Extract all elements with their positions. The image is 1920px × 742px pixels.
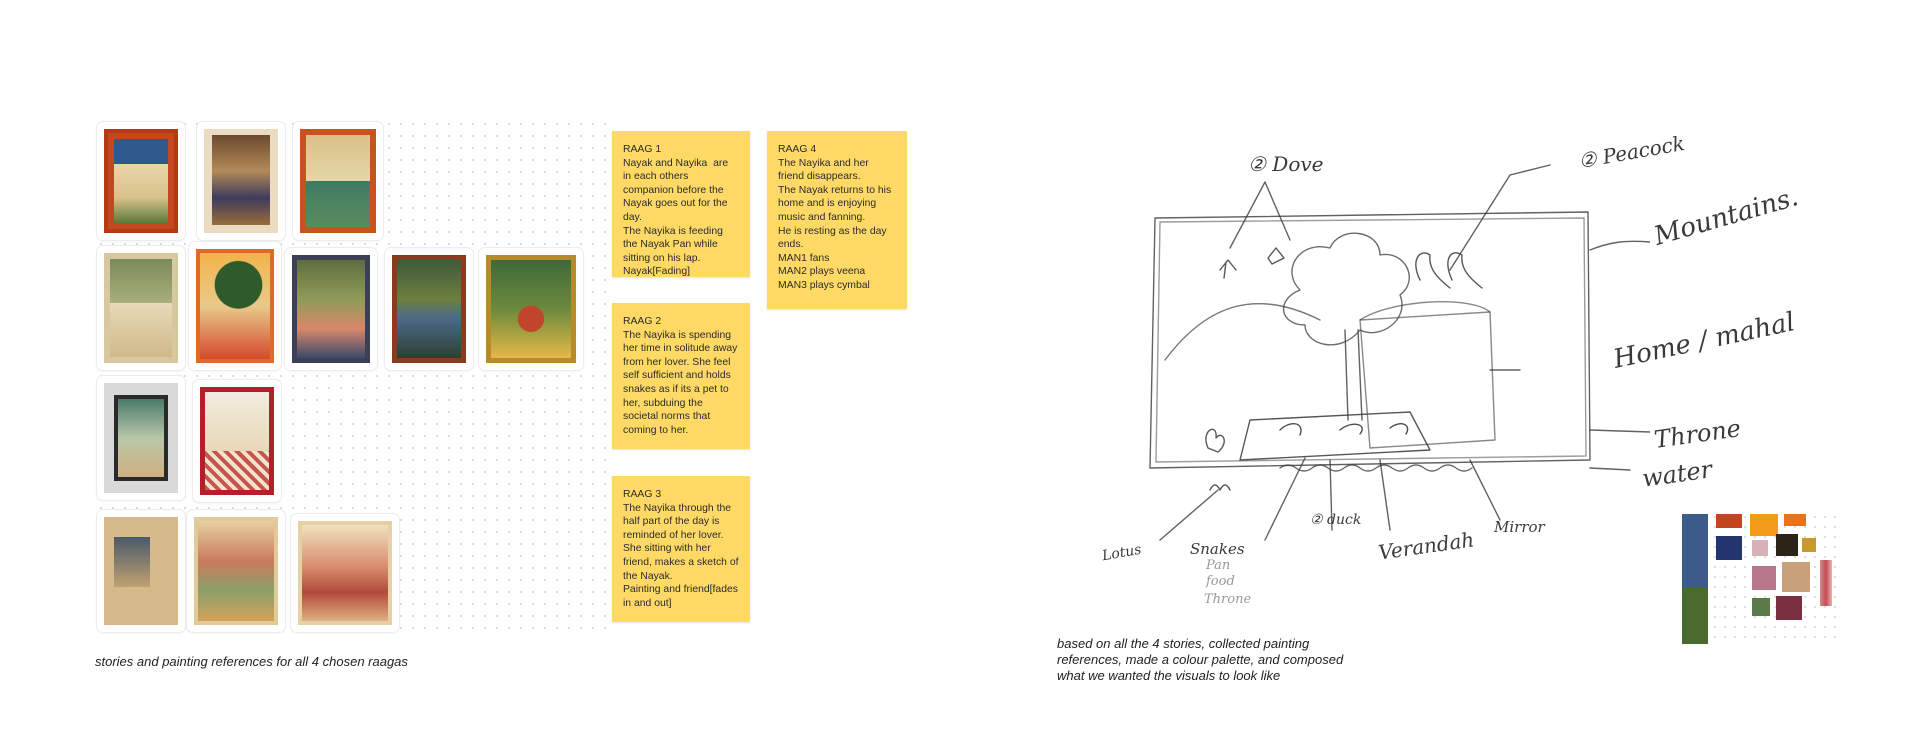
painting-thumbnail[interactable] (97, 122, 185, 240)
colour-swatch[interactable] (1716, 536, 1742, 560)
colour-swatch[interactable] (1682, 514, 1708, 588)
caption-line: what we wanted the visuals to look like (1057, 668, 1281, 683)
arrow-mirror (1469, 459, 1501, 521)
vase-sketch (1205, 428, 1225, 453)
tree-trunk (1344, 329, 1363, 421)
arrow-dove (1229, 181, 1291, 249)
caption-line: based on all the 4 stories, collected pa… (1057, 636, 1310, 651)
painting-reference-board (95, 118, 615, 638)
frame-outline-inner (1155, 217, 1587, 463)
note-title: RAAG 4 (778, 144, 817, 155)
note-title: RAAG 2 (623, 316, 662, 327)
painting-thumbnail[interactable] (97, 376, 185, 500)
left-caption: stories and painting references for all … (95, 654, 408, 670)
peacock-sketch (1447, 252, 1483, 289)
peacock-sketch (1415, 252, 1451, 289)
arrow-duck (1329, 459, 1333, 531)
dove-sketch (1267, 247, 1285, 265)
arrow-peacock (1449, 164, 1551, 271)
arrow-lotus (1159, 489, 1219, 541)
caption-line: stories and painting references for all … (95, 654, 408, 669)
right-caption: based on all the 4 stories, collected pa… (1057, 636, 1343, 684)
painting-thumbnail[interactable] (479, 248, 583, 370)
water-sketch (1279, 464, 1473, 472)
note-line: MAN3 plays cymbal (778, 279, 870, 291)
throne-sketch (1279, 423, 1409, 436)
colour-swatch[interactable] (1752, 566, 1776, 590)
label-mountains: Mountains. (1650, 182, 1802, 252)
arrow-throne (1589, 429, 1650, 433)
colour-swatch[interactable] (1782, 562, 1810, 592)
colour-palette (1680, 512, 1840, 646)
arrow-snakes (1264, 457, 1306, 541)
raag-3-note[interactable]: RAAG 3 The Nayika through the half part … (612, 476, 750, 622)
colour-swatch[interactable] (1784, 514, 1806, 526)
raag-1-note[interactable]: RAAG 1 Nayak and Nayika are in each othe… (612, 131, 750, 277)
note-line: MAN1 fans (778, 252, 830, 264)
note-line: Painting and friend[fades in and out] (623, 584, 741, 609)
arrow-mountains (1589, 240, 1650, 251)
note-title: RAAG 1 (623, 144, 662, 155)
note-line: MAN2 plays veena (778, 266, 866, 278)
label-water: water (1640, 455, 1714, 493)
note-line: Nayak[Fading] (623, 266, 690, 278)
label-throne: Throne (1652, 414, 1743, 454)
note-line: He is resting as the day ends. (778, 225, 890, 251)
throne-sketch (1239, 411, 1431, 461)
painting-thumbnail[interactable] (197, 122, 285, 240)
painting-thumbnail[interactable] (193, 380, 281, 502)
painting-thumbnail[interactable] (291, 514, 399, 632)
note-line: The Nayika and her friend disappears. (778, 157, 872, 183)
note-line: The Nayika is spending her time in solit… (623, 329, 741, 436)
colour-swatch[interactable] (1776, 596, 1802, 620)
painting-thumbnail[interactable] (97, 510, 185, 632)
arrow-verandah (1379, 459, 1391, 531)
colour-swatch[interactable] (1820, 560, 1832, 606)
colour-swatch[interactable] (1802, 538, 1816, 552)
painting-thumbnail[interactable] (293, 122, 383, 240)
note-line: Nayak and Nayika are in each others comp… (623, 157, 732, 223)
painting-thumbnail[interactable] (97, 246, 185, 370)
arrow-water (1589, 467, 1631, 471)
mahal-sketch (1359, 311, 1496, 449)
note-title: RAAG 3 (623, 489, 662, 500)
colour-swatch[interactable] (1752, 598, 1770, 616)
note-line: The Nayika is feeding the Nayak Pan whil… (623, 225, 726, 264)
colour-swatch[interactable] (1716, 514, 1742, 528)
note-line: The Nayak returns to his home and is enj… (778, 184, 895, 223)
raag-2-note[interactable]: RAAG 2 The Nayika is spending her time i… (612, 303, 750, 449)
painting-thumbnail[interactable] (189, 242, 281, 370)
lotus-sketch (1209, 484, 1231, 491)
colour-swatch[interactable] (1750, 514, 1778, 536)
painting-thumbnail[interactable] (285, 248, 377, 370)
colour-swatch[interactable] (1776, 534, 1798, 556)
composition-sketch (1149, 164, 1650, 541)
caption-line: references, made a colour palette, and c… (1057, 652, 1344, 667)
colour-swatch[interactable] (1682, 588, 1708, 644)
painting-thumbnail[interactable] (385, 248, 473, 370)
mahal-roof (1359, 301, 1491, 321)
raag-4-note[interactable]: RAAG 4 The Nayika and her friend disappe… (767, 131, 907, 309)
tree-sketch (1282, 232, 1410, 346)
note-line: The Nayika through the half part of the … (623, 502, 742, 582)
colour-swatch[interactable] (1752, 540, 1768, 556)
frame-outline (1149, 211, 1591, 469)
dove-sketch (1219, 259, 1237, 279)
hill-line (1164, 302, 1321, 361)
painting-thumbnail[interactable] (187, 510, 285, 632)
